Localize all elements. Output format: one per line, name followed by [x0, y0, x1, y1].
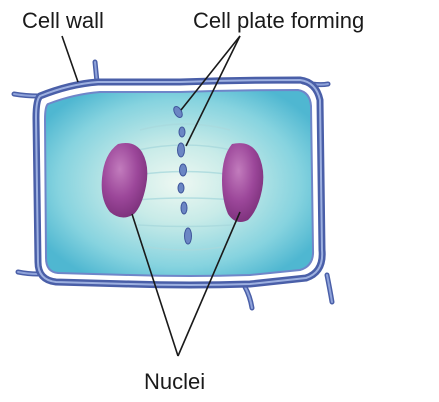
plate-vesicle	[185, 228, 192, 244]
plate-vesicle	[181, 202, 187, 214]
label-cell-wall: Cell wall	[22, 10, 104, 32]
label-cell-plate-forming: Cell plate forming	[193, 10, 364, 32]
plate-vesicle	[179, 127, 185, 137]
cytoplasm	[45, 90, 313, 276]
label-nuclei: Nuclei	[144, 371, 205, 393]
leader-cell-wall	[62, 36, 78, 82]
plate-vesicle	[178, 143, 185, 157]
plate-vesicle	[178, 183, 184, 193]
plate-vesicle	[180, 164, 187, 176]
